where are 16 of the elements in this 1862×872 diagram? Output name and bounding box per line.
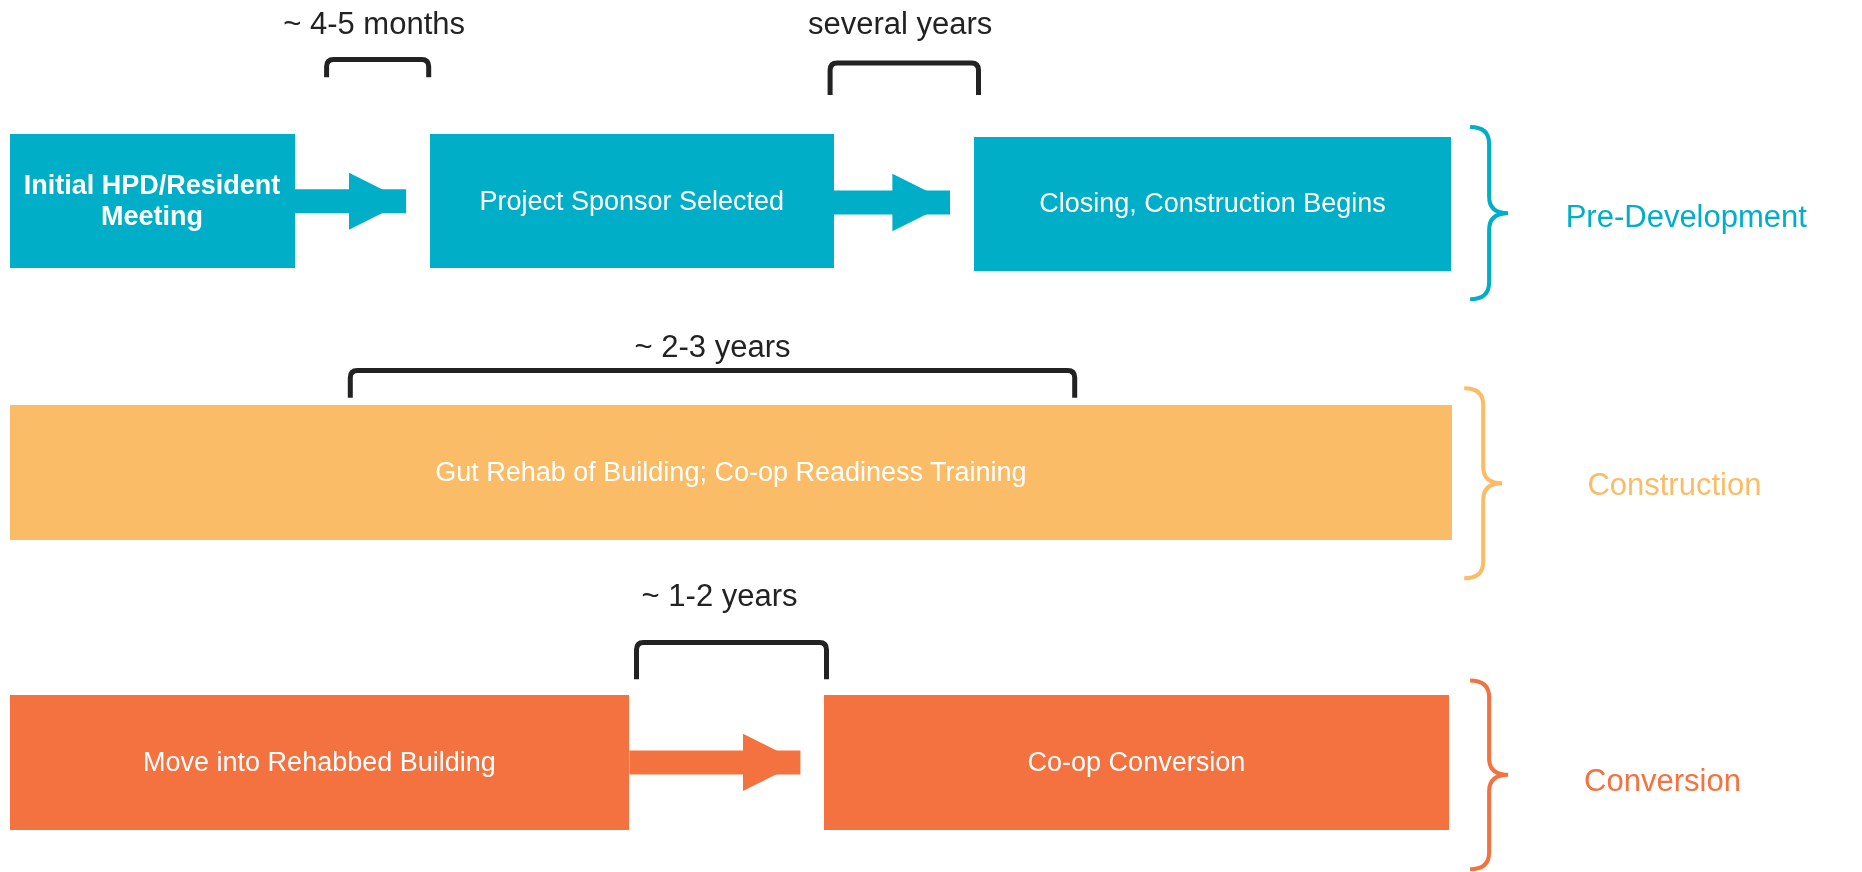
- process-box: Initial HPD/Resident Meeting: [9, 134, 295, 269]
- process-box: Project Sponsor Selected: [429, 134, 834, 269]
- phase-label: Construction: [1587, 466, 1762, 503]
- duration-label: ~ 1-2 years: [641, 578, 798, 615]
- process-box: Co-op Conversion: [824, 694, 1449, 831]
- block-arrow: [629, 733, 801, 792]
- process-box: Closing, Construction Begins: [973, 136, 1452, 271]
- duration-label: ~ 4-5 months: [283, 5, 465, 42]
- block-arrow: [294, 172, 407, 231]
- duration-label: ~ 2-3 years: [634, 328, 791, 365]
- duration-label: several years: [807, 5, 993, 42]
- block-arrow: [833, 173, 950, 232]
- phase-label: Pre-Development: [1565, 199, 1807, 236]
- process-box: Move into Rehabbed Building: [9, 694, 630, 831]
- process-box: Gut Rehab of Building; Co-op Readiness Training: [9, 404, 1453, 541]
- phase-label: Conversion: [1584, 763, 1741, 800]
